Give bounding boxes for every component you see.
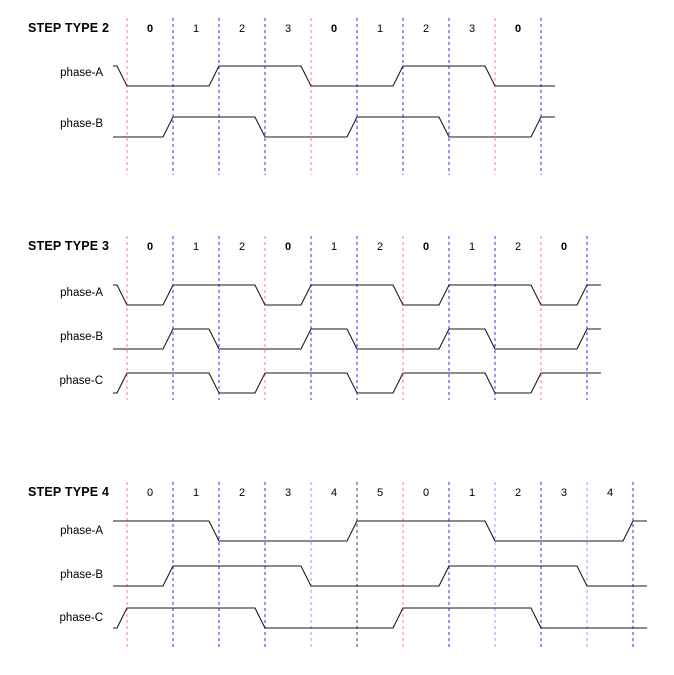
step-number-row: 0 1 2 0 1 2 0 1 2 0	[147, 241, 567, 253]
phase-label: phase-A	[60, 525, 103, 537]
step-number: 1	[377, 23, 383, 35]
phase-label: phase-B	[60, 569, 103, 581]
step-number: 4	[331, 487, 337, 499]
step-number: 3	[561, 487, 567, 499]
section-step-type-3: STEP TYPE 3 0 1 2 0 1 2 0 1 2 0 phase-A phase-B phase…	[28, 236, 601, 400]
step-number: 0	[285, 241, 291, 253]
waveform-phase-A	[113, 284, 601, 306]
step-number: 0	[423, 487, 429, 499]
section-title: STEP TYPE 3	[28, 239, 109, 253]
waveform-phase-B	[113, 328, 601, 350]
step-number: 0	[515, 23, 521, 35]
step-number: 0	[561, 241, 567, 253]
step-number-row: 0 1 2 3 4 5 0 1 2 3 4	[147, 487, 613, 499]
phase-label: phase-C	[60, 375, 103, 387]
phase-label: phase-B	[60, 118, 103, 130]
step-number: 1	[469, 487, 475, 499]
step-number: 2	[515, 241, 521, 253]
waveform-phase-B	[113, 565, 647, 587]
step-number: 2	[515, 487, 521, 499]
section-step-type-4: STEP TYPE 4 0 1 2 3 4 5 0 1 2 3 4 phase-A phase-B phas…	[28, 482, 647, 648]
step-number: 1	[193, 23, 199, 35]
step-number: 0	[331, 23, 337, 35]
step-number: 4	[607, 487, 613, 499]
step-number: 0	[147, 23, 153, 35]
step-number: 2	[423, 23, 429, 35]
step-number: 0	[147, 487, 153, 499]
step-number: 2	[239, 23, 245, 35]
section-title: STEP TYPE 4	[28, 485, 109, 499]
step-number-row: 0 1 2 3 0 1 2 3 0	[147, 23, 521, 35]
grid-lines	[126, 18, 542, 175]
step-number: 1	[331, 241, 337, 253]
phase-label: phase-A	[60, 67, 103, 79]
step-number: 3	[469, 23, 475, 35]
phase-label: phase-A	[60, 287, 103, 299]
waveform-phase-A	[113, 520, 647, 542]
step-number: 1	[469, 241, 475, 253]
grid-lines	[126, 236, 588, 400]
phase-label: phase-B	[60, 331, 103, 343]
step-number: 3	[285, 487, 291, 499]
step-number: 0	[423, 241, 429, 253]
step-number: 3	[285, 23, 291, 35]
step-number: 2	[239, 487, 245, 499]
phase-track-phase-A: phase-A	[60, 520, 647, 542]
phase-track-phase-B: phase-B	[60, 328, 601, 350]
phase-track-phase-C: phase-C	[60, 372, 601, 394]
step-number: 0	[147, 241, 153, 253]
phase-track-phase-A: phase-A	[60, 284, 601, 306]
phase-track-phase-A: phase-A	[60, 65, 555, 87]
section-title: STEP TYPE 2	[28, 21, 109, 35]
step-number: 2	[377, 241, 383, 253]
waveform-phase-C	[113, 607, 647, 629]
step-number: 1	[193, 241, 199, 253]
step-number: 2	[239, 241, 245, 253]
waveform-phase-B	[113, 116, 555, 138]
phase-track-phase-B: phase-B	[60, 116, 555, 138]
section-step-type-2: STEP TYPE 2 0 1 2 3 0 1 2 3 0 phase-A phase-B	[28, 18, 555, 175]
waveform-phase-A	[113, 65, 555, 87]
step-number: 5	[377, 487, 383, 499]
phase-label: phase-C	[60, 612, 103, 624]
phase-track-phase-C: phase-C	[60, 607, 647, 629]
step-number: 1	[193, 487, 199, 499]
grid-lines	[126, 482, 634, 648]
waveform-phase-C	[113, 372, 601, 394]
phase-track-phase-B: phase-B	[60, 565, 647, 587]
